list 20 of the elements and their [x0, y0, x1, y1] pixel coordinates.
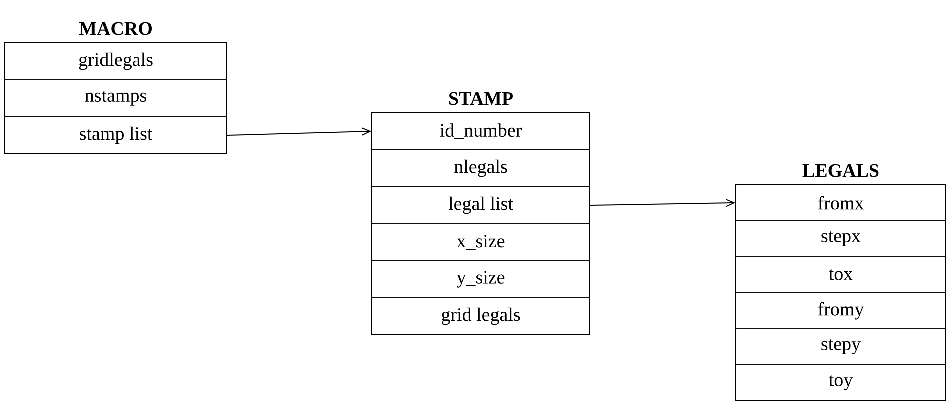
field-cell: stepy: [736, 328, 946, 366]
field-cell: toy: [736, 364, 946, 402]
field-cell: fromy: [736, 292, 946, 330]
record-title: STAMP: [449, 92, 513, 106]
field-cell: x_size: [372, 224, 590, 262]
field-cell: nlegals: [372, 150, 590, 188]
arrow: [226, 128, 372, 136]
field-cell: gridlegals: [4, 42, 228, 80]
field-cell: legal list: [372, 186, 590, 224]
field-cell: tox: [736, 256, 946, 294]
field-cell: nstamps: [4, 80, 228, 118]
field-cell: stepx: [736, 220, 946, 258]
field-cell: id_number: [372, 112, 590, 150]
field-cell: fromx: [736, 184, 946, 222]
field-cell: stamp list: [4, 116, 228, 154]
field-cell: y_size: [372, 260, 590, 298]
record-title: LEGALS: [802, 164, 879, 178]
record-title: MACRO: [79, 22, 152, 36]
field-cell: grid legals: [372, 298, 590, 336]
arrow: [590, 199, 736, 208]
